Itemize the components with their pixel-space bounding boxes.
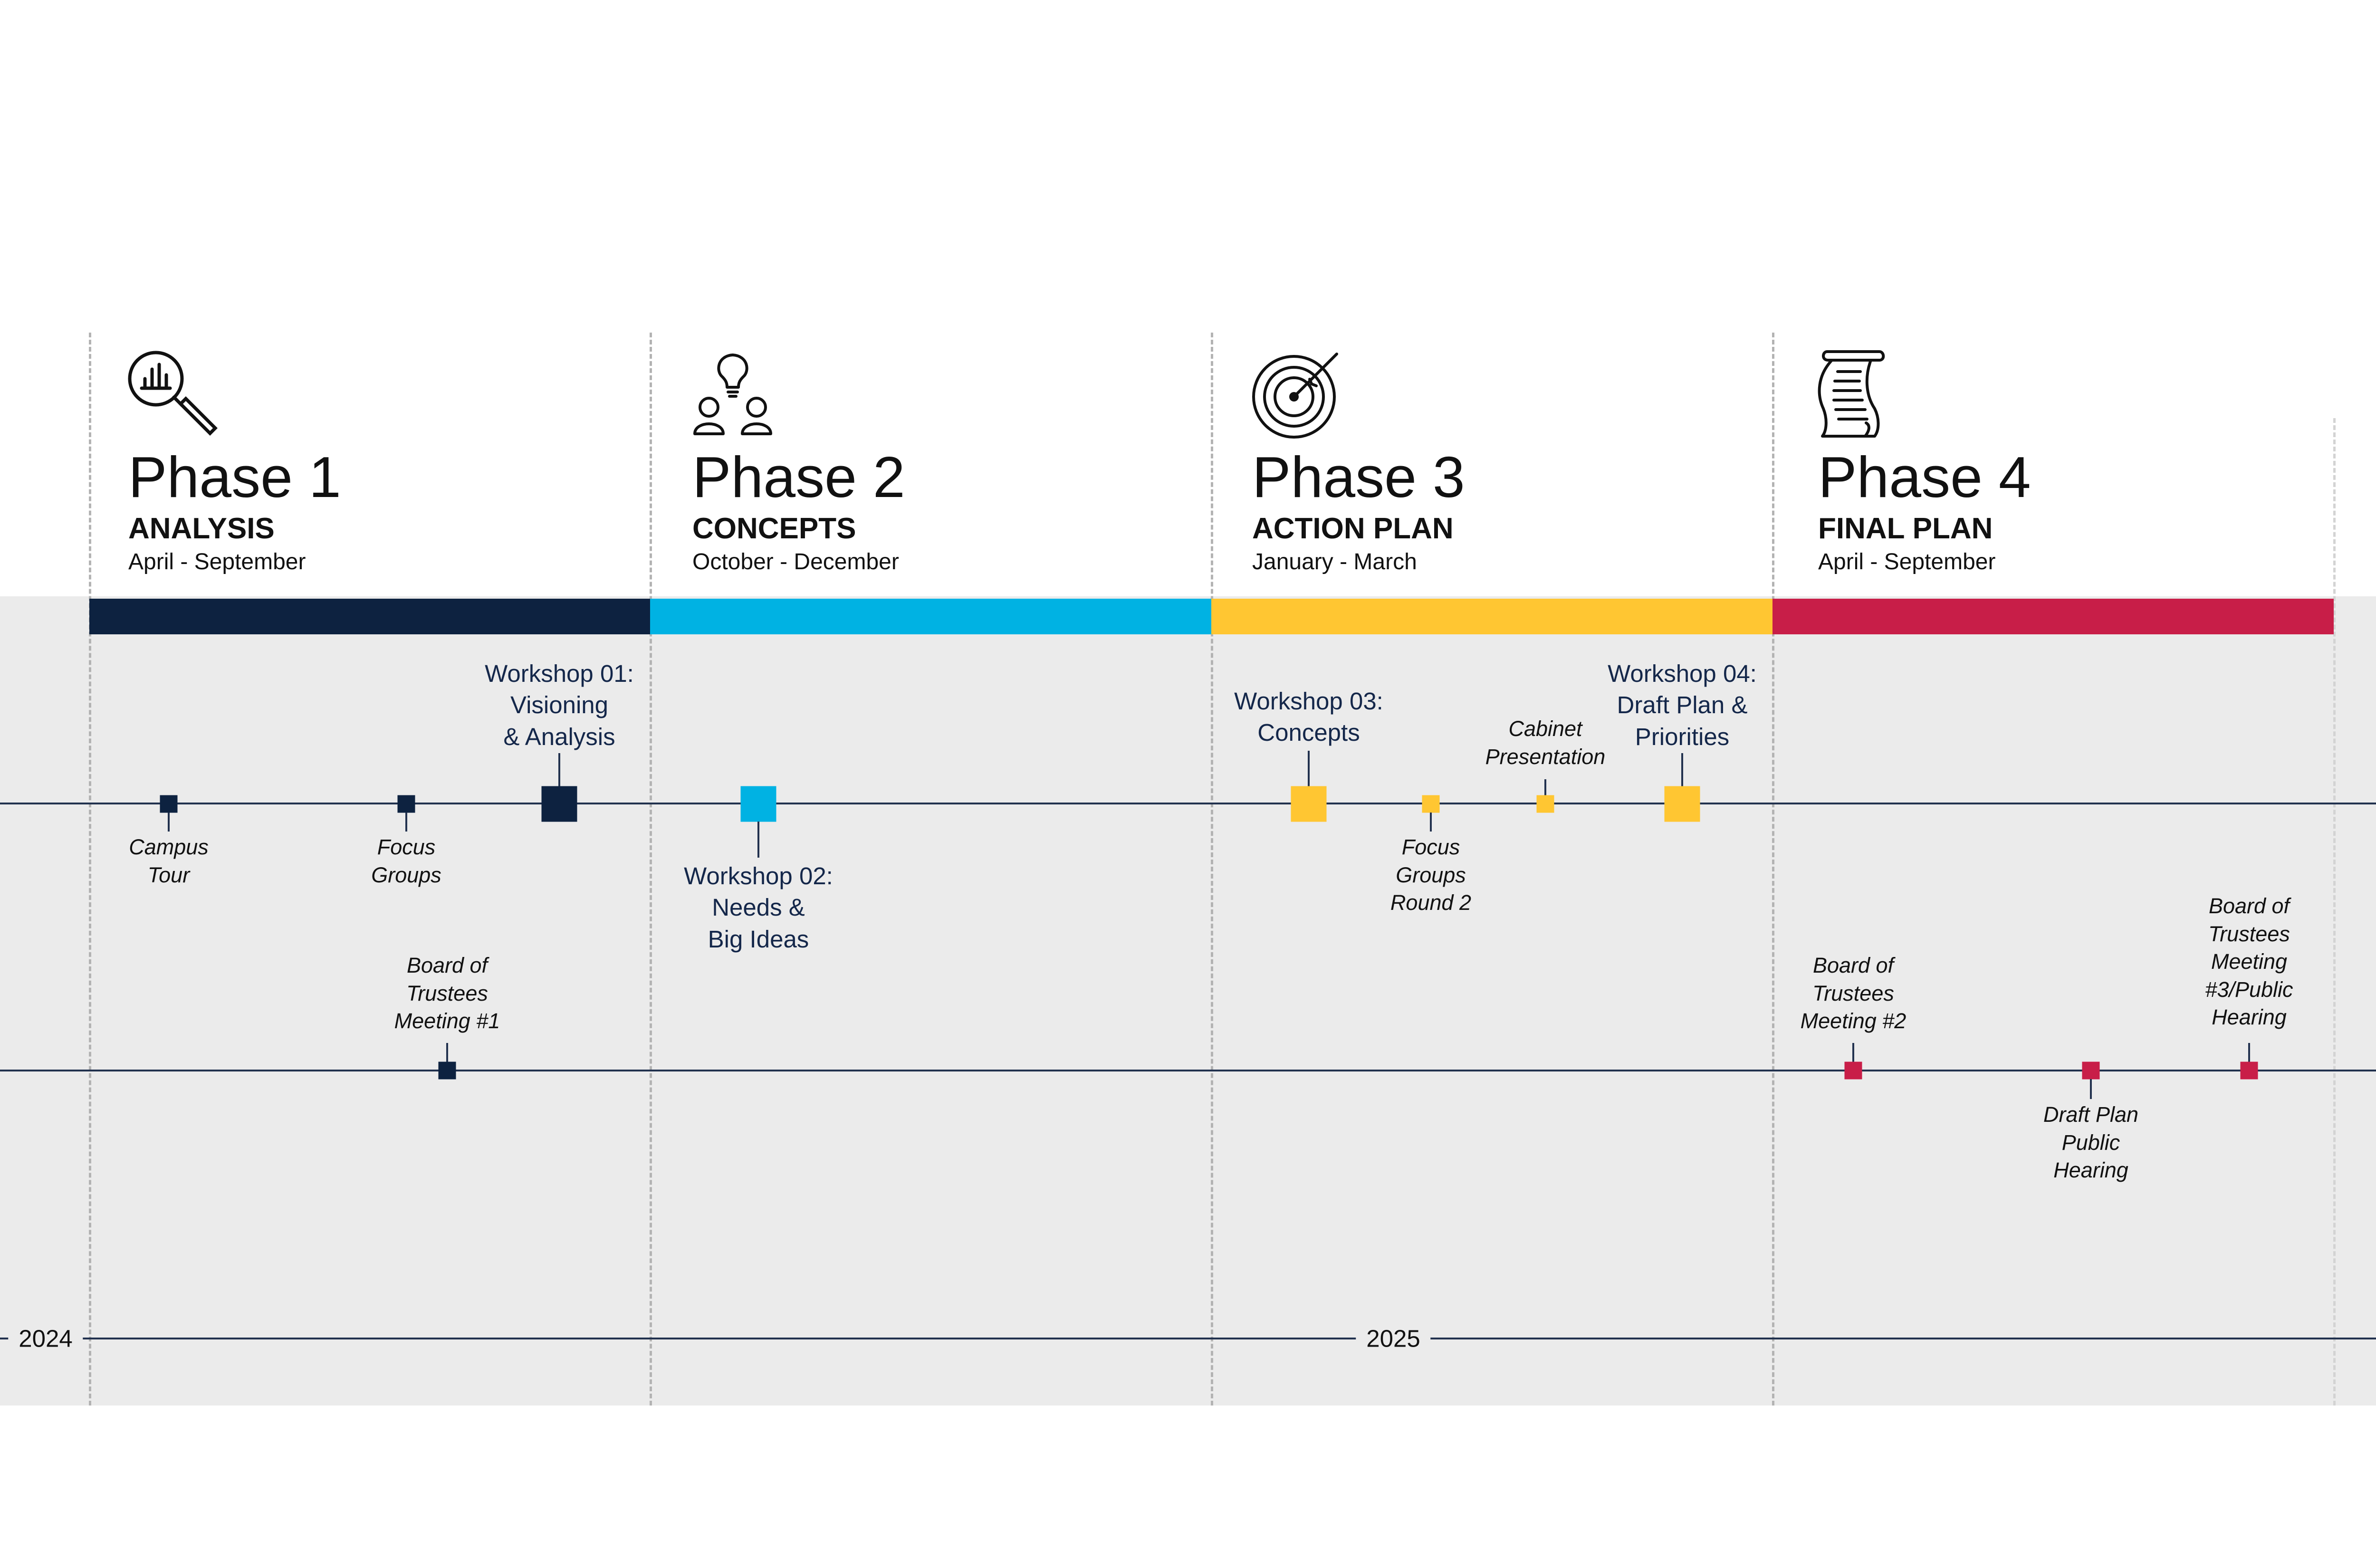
workshop-04-connector [1681, 753, 1683, 786]
workshop-01-label: Workshop 01:Visioning& Analysis [485, 660, 634, 750]
workshop-03-label: Workshop 03:Concepts [1234, 688, 1383, 746]
phase-2-bar [650, 599, 1211, 634]
cabinet-presentation-marker [1536, 795, 1554, 813]
workshop-02-label: Workshop 02:Needs &Big Ideas [684, 862, 833, 953]
phase-2-subtitle: CONCEPTS [692, 512, 856, 545]
board-meeting-1-connector [446, 1043, 448, 1062]
phase-4-bar [1772, 599, 2334, 634]
cabinet-presentation-connector [1544, 779, 1546, 795]
board-track-line [0, 1070, 2376, 1071]
scroll-document-icon [1818, 350, 1885, 438]
board-meeting-2-marker [1844, 1061, 1862, 1080]
workshop-01-connector [558, 753, 560, 787]
focus-groups-connector [405, 813, 407, 832]
draft-plan-hearing-connector [2090, 1079, 2092, 1099]
magnifier-chart-icon [128, 351, 218, 436]
phase-1-subtitle: ANALYSIS [128, 512, 275, 545]
workshop-track-line [0, 803, 2376, 804]
year-axis-line [0, 1338, 2376, 1339]
year-2025-label: 2025 [1356, 1326, 1431, 1351]
phase-3-divider [1211, 333, 1213, 1405]
phase-3-subtitle: ACTION PLAN [1252, 512, 1454, 545]
phase-4-subtitle: FINAL PLAN [1818, 512, 1993, 545]
phase-1-divider [89, 333, 91, 1405]
phase-3-bar [1211, 599, 1772, 634]
lightbulb-people-icon [693, 354, 772, 435]
phase-1-dates: April - September [128, 549, 306, 574]
workshop-04-marker [1664, 786, 1700, 822]
draft-plan-hearing-marker [2082, 1061, 2100, 1080]
workshop-02-connector [757, 822, 759, 858]
focus-groups-marker [397, 795, 415, 813]
focus-groups-round-2-marker [1422, 795, 1440, 813]
target-arrow-icon [1252, 353, 1338, 439]
board-meeting-3-connector [2248, 1043, 2250, 1062]
phase-4-title: Phase 4 [1818, 445, 2031, 509]
phase-3-dates: January - March [1252, 549, 1417, 574]
phase-2-divider [650, 333, 652, 1405]
phase-1-title: Phase 1 [128, 445, 341, 509]
year-2024-label: 2024 [8, 1326, 83, 1351]
workshop-01-marker [541, 786, 577, 822]
board-meeting-2-connector [1852, 1043, 1854, 1062]
workshop-03-marker [1291, 786, 1327, 822]
phase-1-bar [89, 599, 650, 634]
phase-2-title: Phase 2 [692, 445, 905, 509]
phase-4-dates: April - September [1818, 549, 1996, 574]
board-meeting-3-marker [2240, 1061, 2258, 1080]
workshop-03-connector [1308, 751, 1310, 786]
phase-4-divider [1772, 333, 1774, 1405]
campus-tour-marker [160, 795, 178, 813]
timeline-background-panel [0, 596, 2376, 1405]
phase-2-dates: October - December [692, 549, 899, 574]
board-meeting-1-marker [438, 1061, 456, 1080]
timeline-end-divider [2333, 418, 2336, 1405]
phase-3-title: Phase 3 [1252, 445, 1465, 509]
campus-tour-connector [168, 813, 170, 832]
focus-groups-round-2-connector [1430, 813, 1432, 832]
workshop-04-label: Workshop 04:Draft Plan &Priorities [1608, 660, 1757, 750]
workshop-02-marker [740, 786, 776, 822]
